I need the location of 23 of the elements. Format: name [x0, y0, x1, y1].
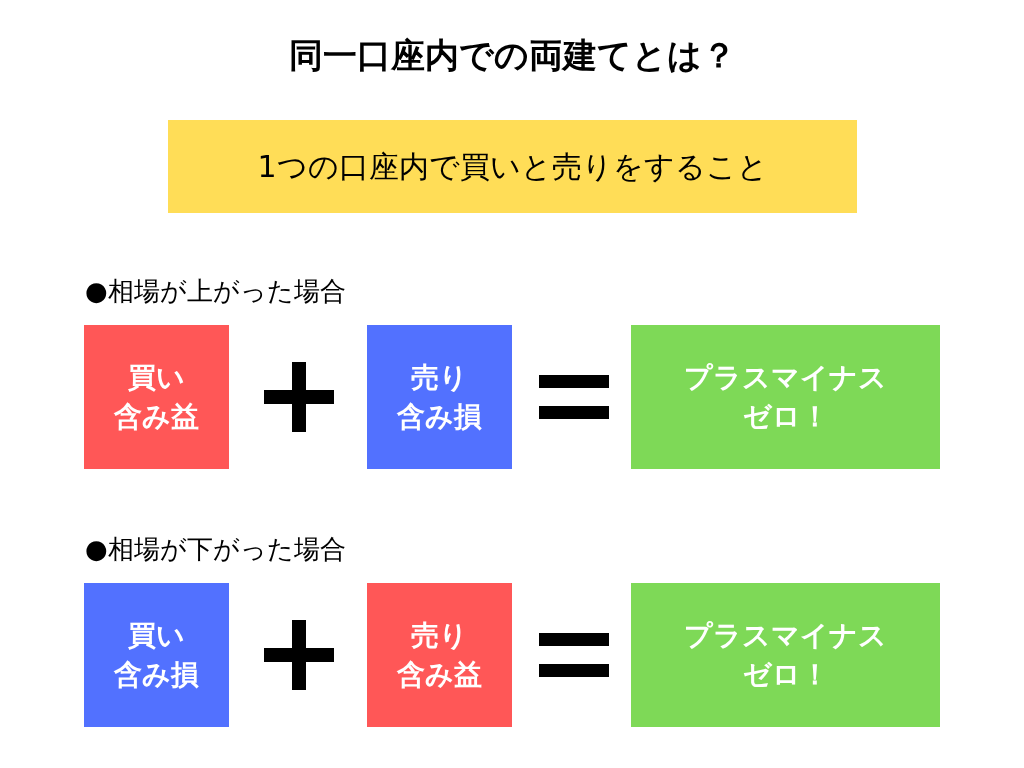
title: 同一口座内での両建てとは？: [287, 34, 737, 77]
box-text: 売り: [411, 617, 468, 654]
box-text: ゼロ！: [742, 657, 829, 693]
box-text: 買い: [128, 359, 185, 396]
box-text: 含み益: [114, 399, 199, 435]
box-text: 売り: [411, 359, 468, 396]
box-text: プラスマイナス: [684, 617, 887, 654]
result-box: [631, 583, 940, 727]
box-text: 含み損: [114, 657, 199, 693]
result-box: [367, 325, 512, 469]
definition-text: 1つの口座内で買いと売りをすること: [257, 148, 768, 186]
box-text: ゼロ！: [742, 399, 829, 435]
result-box: [367, 583, 512, 727]
box-text: 含み益: [397, 657, 482, 693]
result-box: [84, 583, 229, 727]
result-box: [631, 325, 940, 469]
box-text: 含み損: [397, 399, 482, 435]
section-heading: ●相場が下がった場合: [85, 533, 346, 566]
section-heading: ●相場が上がった場合: [85, 275, 346, 308]
result-box: [84, 325, 229, 469]
box-text: プラスマイナス: [684, 359, 887, 396]
box-text: 買い: [128, 617, 185, 654]
definition-banner: [168, 120, 857, 213]
